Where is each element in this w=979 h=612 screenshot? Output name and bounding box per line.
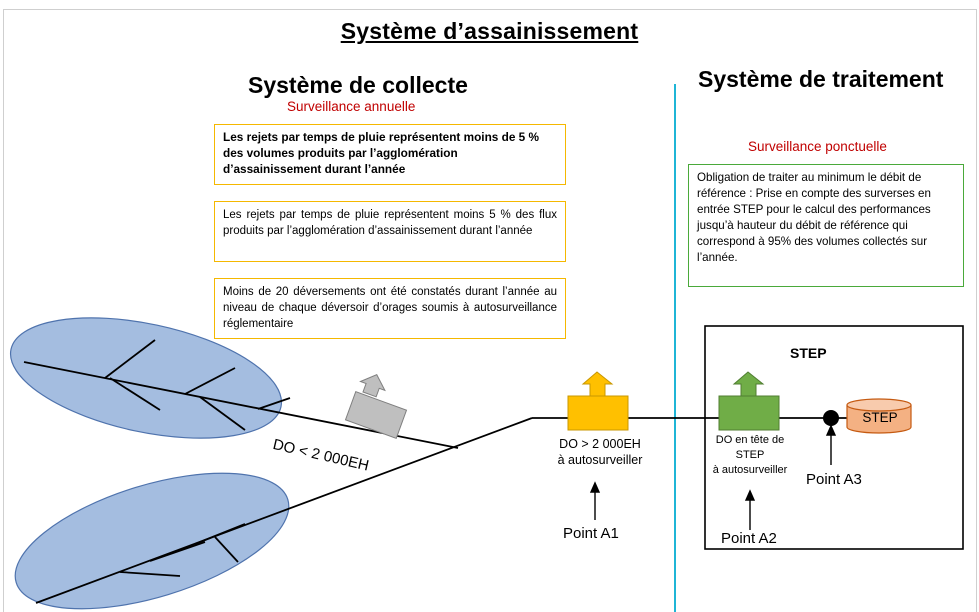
do-step-label-line1: DO en tête de [715, 434, 785, 446]
traitement-subtitle: Surveillance ponctuelle [748, 139, 887, 154]
measurement-pointers [589, 424, 837, 530]
section-divider [674, 84, 676, 612]
do-step-label-line3: à autosurveiller [712, 464, 788, 476]
lower-sewer-branch [35, 417, 533, 604]
do-large-label-line1: DO > 2 000EH [559, 437, 641, 451]
outer-frame [3, 9, 977, 612]
collecte-subtitle: Surveillance annuelle [287, 99, 416, 114]
step-tank [846, 398, 912, 434]
step-tank-label: STEP [862, 410, 898, 425]
do-step-overflow [718, 371, 780, 431]
collecte-criterion-deversements: Moins de 20 déversements ont été constat… [214, 278, 566, 339]
traitement-obligation-box: Obligation de traiter au minimum le débi… [688, 164, 964, 287]
point-a1-label: Point A1 [563, 525, 619, 542]
do-step-label: DO en tête de STEP à autosurveiller [698, 433, 802, 478]
do-large-label-line2: à autosurveiller [557, 453, 643, 467]
point-a3-label: Point A3 [806, 471, 862, 488]
catchment-area-lower [14, 472, 290, 610]
step-frame-title: STEP [790, 345, 827, 361]
diagram-title: Système d’assainissement [340, 18, 639, 44]
point-a2-label: Point A2 [721, 530, 777, 547]
do-small-overflow [344, 374, 408, 439]
do-step-label-line2: STEP [735, 449, 765, 461]
catchment-area-upper [9, 317, 283, 439]
step-frame [704, 325, 964, 550]
collecte-criterion-volumes: Les rejets par temps de pluie représente… [214, 124, 566, 185]
do-large-overflow [567, 371, 629, 431]
point-a3-marker [823, 410, 839, 426]
traitement-heading: Système de traitement [698, 66, 944, 92]
collecte-heading: Système de collecte [248, 72, 468, 98]
do-large-label: DO > 2 000EH à autosurveiller [555, 436, 645, 468]
collecte-criterion-flux: Les rejets par temps de pluie représente… [214, 201, 566, 262]
